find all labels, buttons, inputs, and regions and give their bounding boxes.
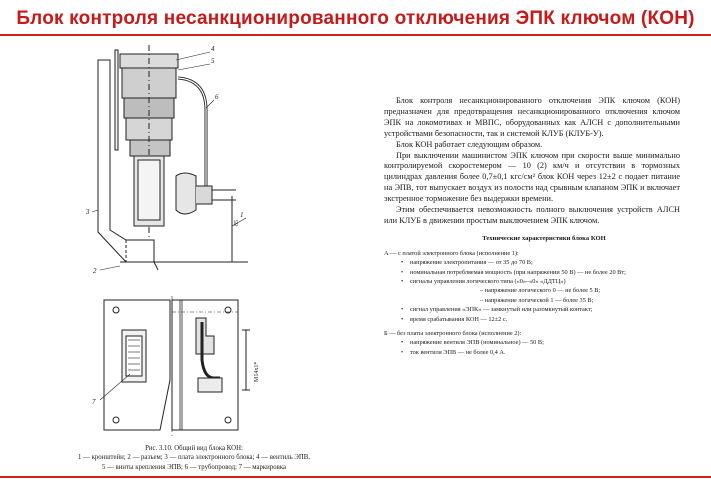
footer-divider (0, 476, 711, 478)
callout-6: 6 (215, 93, 219, 101)
spec-text: А — с платой электронного блока (исполне… (384, 249, 519, 257)
spec-item: • напряжение вентиля ЭПВ (номинальное) — … (384, 338, 680, 347)
spec-text: сигнал управления «ЭПК» — замкнутый или … (410, 306, 593, 314)
callout-7: 7 (92, 398, 96, 406)
spec-text: Б — без платы электронного блока (исполн… (384, 330, 522, 338)
bullet-icon: • (401, 259, 404, 267)
bullet-icon: • (401, 339, 404, 347)
spec-text: напряжение вентиля ЭПВ (номинальное) — 5… (410, 339, 544, 347)
caption-line-2: 5 — винты крепления ЭПВ; 6 — трубопровод… (101, 463, 287, 471)
spec-text: – напряжение логического 0 — не более 5 … (480, 287, 601, 295)
bullet-icon: • (401, 315, 404, 323)
caption-line-1: 1 — кронштейн; 2 — разъем; 3 — плата эле… (77, 454, 311, 462)
callout-1: 1 (240, 211, 244, 219)
spec-item: А — с платой электронного блока (исполне… (384, 249, 680, 258)
title-divider (0, 34, 711, 36)
caption-title: Рис. 3.10. Общий вид блока КОН: (145, 445, 243, 452)
spec-item: • сигналы управления логического типа («0… (384, 277, 680, 286)
kon-technical-drawing: 85 4 5 6 3 1 2 (85, 45, 260, 436)
spec-text: номинальная потребляемая мощность (при н… (410, 268, 626, 276)
spec-text: ток вентиля ЭПВ — не более 0,4 А. (410, 348, 506, 356)
bullet-icon: • (401, 348, 404, 356)
spec-item: – напряжение логической 1 — более 35 В; (384, 296, 680, 305)
specs-list: А — с платой электронного блока (исполне… (384, 249, 680, 357)
bullet-icon: • (401, 278, 404, 285)
front-view: M14x1* (99, 296, 260, 436)
bullet-icon: • (401, 306, 404, 314)
page-title: Блок контроля несанкционированного отклю… (16, 8, 695, 29)
paragraph-result: Этим обеспечивается невозможность полног… (384, 205, 680, 225)
bullet-icon: • (401, 268, 404, 276)
spec-item: • время срабатывания КОН — 12±2 с. (384, 315, 680, 324)
spec-text: время срабатывания КОН — 12±2 с. (410, 315, 508, 323)
paragraph-purpose: Блок контроля несанкционированного отклю… (384, 96, 680, 138)
spec-text: – напряжение логической 1 — более 35 В; (480, 296, 594, 304)
spec-item: – напряжение логического 0 — не более 5 … (384, 286, 680, 295)
paragraph-operation-intro: Блок КОН работает следующим образом. (396, 139, 543, 149)
spec-item: • ток вентиля ЭПВ — не более 0,4 А. (384, 348, 680, 357)
side-view: 85 (91, 45, 248, 271)
spec-item: • номинальная потребляемая мощность (при … (384, 268, 680, 277)
figure-caption: Рис. 3.10. Общий вид блока КОН: 1 — крон… (44, 444, 344, 472)
paragraph-operation: При выключении машинистом ЭПК ключом при… (384, 150, 680, 204)
description-column: Блок контроля несанкционированного отклю… (384, 96, 680, 357)
callout-5: 5 (211, 57, 215, 65)
callout-4: 4 (211, 45, 215, 53)
thread-label: M14x1* (254, 362, 260, 382)
spec-item: • сигнал управления «ЭПК» — замкнутый или… (384, 305, 680, 314)
spec-text: сигналы управления логического типа («0»… (410, 278, 566, 285)
callout-2: 2 (93, 267, 97, 275)
specs-title: Технические характеристики блока КОН (482, 234, 606, 242)
spec-text: напряжение электропитания — от 35 до 70 … (410, 259, 533, 267)
spec-item: Б — без платы электронного блока (исполн… (384, 329, 680, 338)
callout-3: 3 (85, 208, 90, 216)
spec-item: • напряжение электропитания — от 35 до 70… (384, 258, 680, 267)
